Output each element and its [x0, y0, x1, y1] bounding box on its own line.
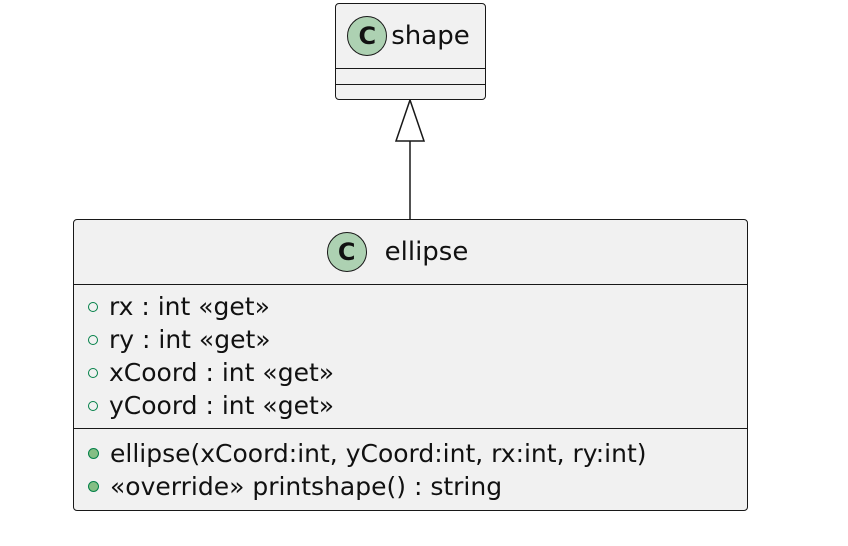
class-stereotype-icon: C: [347, 16, 388, 56]
public-field-icon: [88, 334, 98, 345]
method-text: «override» printshape() : string: [110, 472, 503, 501]
field-item: rx : int «get»: [88, 290, 739, 323]
class-ellipse-methods-divider: [74, 428, 747, 429]
class-shape-methods-divider: [336, 84, 485, 85]
class-ellipse-methods: ellipse(xCoord:int, yCoord:int, rx:int, …: [88, 437, 739, 503]
public-method-icon: [88, 481, 99, 492]
public-field-icon: [88, 400, 98, 411]
public-field-icon: [88, 367, 98, 378]
class-shape[interactable]: C shape: [335, 3, 486, 100]
class-ellipse-fields: rx : int «get» ry : int «get» xCoord : i…: [88, 290, 739, 422]
field-text: xCoord : int «get»: [109, 358, 335, 387]
class-shape-name: shape: [391, 21, 470, 51]
public-method-icon: [88, 448, 99, 459]
field-text: ry : int «get»: [109, 325, 271, 354]
field-item: yCoord : int «get»: [88, 389, 739, 422]
public-field-icon: [88, 301, 98, 312]
class-shape-fields-divider: [336, 68, 485, 69]
class-ellipse[interactable]: C ellipse rx : int «get» ry : int «get» …: [73, 219, 748, 511]
field-text: yCoord : int «get»: [109, 391, 335, 420]
method-text: ellipse(xCoord:int, yCoord:int, rx:int, …: [110, 439, 647, 468]
class-ellipse-fields-divider: [74, 284, 747, 285]
field-item: xCoord : int «get»: [88, 356, 739, 389]
class-ellipse-name: ellipse: [384, 237, 469, 267]
method-item: ellipse(xCoord:int, yCoord:int, rx:int, …: [88, 437, 739, 470]
inheritance-arrowhead: [394, 97, 426, 142]
field-item: ry : int «get»: [88, 323, 739, 356]
method-item: «override» printshape() : string: [88, 470, 739, 503]
class-stereotype-icon: C: [326, 232, 367, 272]
class-ellipse-header: C ellipse: [74, 220, 747, 284]
field-text: rx : int «get»: [109, 292, 270, 321]
class-shape-header: C shape: [336, 4, 485, 68]
